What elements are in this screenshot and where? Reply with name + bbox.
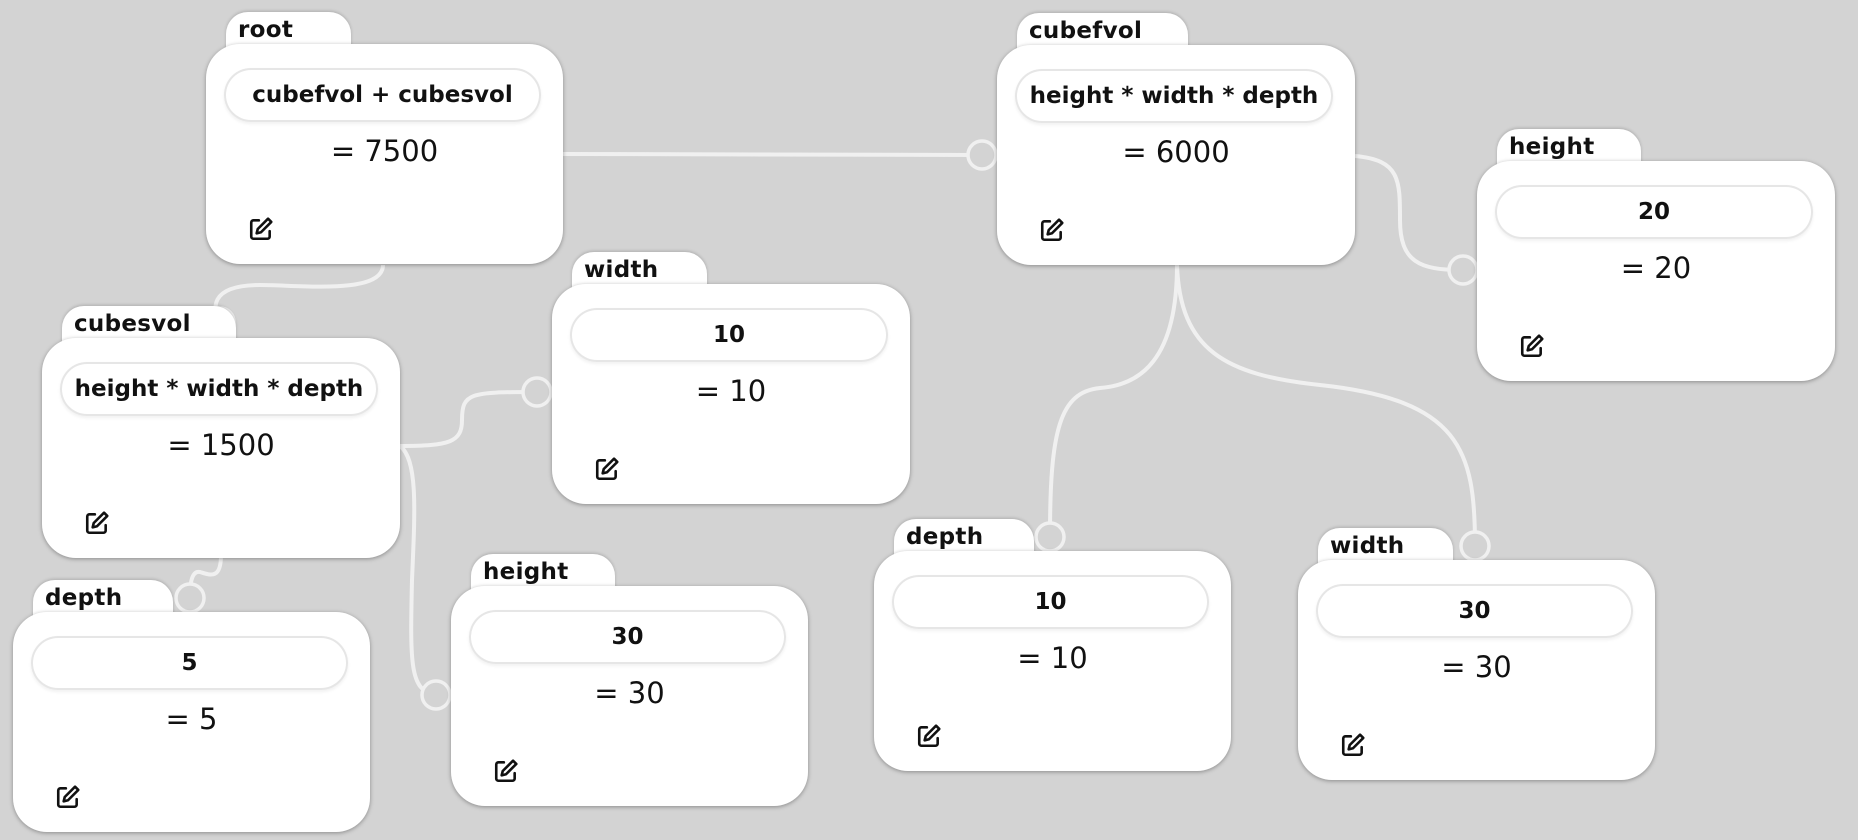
node-name: width <box>584 257 659 283</box>
expression-field[interactable]: 10 <box>570 308 888 362</box>
port-height-f-in[interactable] <box>1447 254 1479 286</box>
node-depth-f[interactable]: 10 = 10 depth <box>874 519 1231 771</box>
result-value: = 30 <box>594 676 665 710</box>
result-value: = 5 <box>165 702 218 736</box>
node-card[interactable]: 30 = 30 <box>1298 560 1655 780</box>
edit-pencil-icon[interactable] <box>1340 732 1366 758</box>
expression-field[interactable]: 20 <box>1495 185 1813 239</box>
node-name: cubefvol <box>1029 18 1143 44</box>
result-value: = 30 <box>1441 650 1512 684</box>
port-height-s-in[interactable] <box>420 679 452 711</box>
edit-pencil-icon[interactable] <box>55 784 81 810</box>
expression-field[interactable]: 10 <box>892 575 1209 629</box>
edit-pencil-icon[interactable] <box>1039 217 1065 243</box>
edit-pencil-icon[interactable] <box>84 510 110 536</box>
expression-field[interactable]: height * width * depth <box>60 362 378 416</box>
expression-field[interactable]: cubefvol + cubesvol <box>224 68 541 122</box>
port-width-s-in[interactable] <box>521 376 553 408</box>
result-value: = 1500 <box>167 428 275 462</box>
node-card[interactable]: 30 = 30 <box>451 586 808 806</box>
node-name: depth <box>45 585 123 611</box>
result-value: = 20 <box>1620 251 1692 285</box>
edit-pencil-icon[interactable] <box>1519 333 1545 359</box>
node-name: height <box>1509 134 1595 160</box>
node-card[interactable]: height * width * depth = 6000 <box>997 45 1355 265</box>
edit-pencil-icon[interactable] <box>594 456 620 482</box>
node-name: width <box>1330 533 1405 559</box>
node-card[interactable]: 10 = 10 <box>874 551 1231 771</box>
node-card[interactable]: height * width * depth = 1500 <box>42 338 400 558</box>
node-name: height <box>483 559 569 585</box>
result-value: = 10 <box>695 374 767 408</box>
wire-cubesvol-height <box>398 444 436 697</box>
edit-pencil-icon[interactable] <box>493 758 519 784</box>
node-cubefvol[interactable]: height * width * depth = 6000 cubefvol <box>997 13 1355 265</box>
node-width-s[interactable]: 10 = 10 width <box>552 252 910 504</box>
result-value: = 6000 <box>1122 135 1230 169</box>
expression-field[interactable]: height * width * depth <box>1015 69 1333 123</box>
expression-field[interactable]: 30 <box>1316 584 1633 638</box>
node-name: cubesvol <box>74 311 191 337</box>
node-card[interactable]: cubefvol + cubesvol = 7500 <box>206 44 563 264</box>
wire-root-cubefvol <box>561 152 981 157</box>
expression-field[interactable]: 30 <box>469 610 786 664</box>
node-name: depth <box>906 524 984 550</box>
edit-pencil-icon[interactable] <box>248 216 274 242</box>
expression-field[interactable]: 5 <box>31 636 348 690</box>
wire-cubefvol-depth <box>1048 264 1179 536</box>
wire-cubefvol-width <box>1175 264 1477 546</box>
node-width-f[interactable]: 30 = 30 width <box>1298 528 1655 780</box>
wire-cubefvol-height <box>1354 154 1462 272</box>
port-cubefvol-in[interactable] <box>966 139 998 171</box>
result-value: = 7500 <box>330 134 439 168</box>
node-root[interactable]: cubefvol + cubesvol = 7500 root <box>206 12 563 264</box>
node-height-s[interactable]: 30 = 30 height <box>451 554 808 806</box>
node-card[interactable]: 20 = 20 <box>1477 161 1835 381</box>
node-card[interactable]: 10 = 10 <box>552 284 910 504</box>
node-cubesvol[interactable]: height * width * depth = 1500 cubesvol <box>42 306 400 558</box>
node-depth-s[interactable]: 5 = 5 depth <box>13 580 370 832</box>
node-name: root <box>238 17 294 43</box>
result-value: = 10 <box>1017 641 1088 675</box>
node-card[interactable]: 5 = 5 <box>13 612 370 832</box>
node-height-f[interactable]: 20 = 20 height <box>1477 129 1835 381</box>
edit-pencil-icon[interactable] <box>916 723 942 749</box>
wire-cubesvol-width <box>399 390 536 448</box>
